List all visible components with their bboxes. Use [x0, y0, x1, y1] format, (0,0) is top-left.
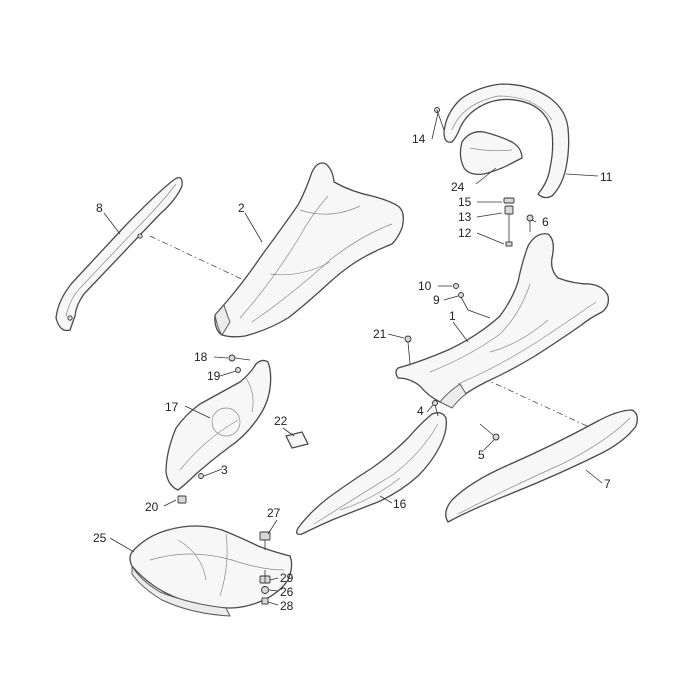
callout-12: 12 — [458, 226, 472, 240]
callout-16: 16 — [393, 497, 407, 511]
hardware-items — [177, 107, 534, 605]
part-16-lower-panel — [296, 412, 448, 536]
part-2-body-panel — [214, 162, 404, 338]
callout-21: 21 — [373, 327, 387, 341]
callout-7: 7 — [604, 477, 611, 491]
callout-29: 29 — [280, 571, 294, 585]
callout-22: 22 — [274, 414, 288, 428]
callout-8: 8 — [96, 201, 103, 215]
callout-13: 13 — [458, 210, 472, 224]
part-11-grab-rail — [443, 83, 570, 199]
callout-18: 18 — [194, 350, 208, 364]
callout-4: 4 — [417, 404, 424, 418]
callout-labels: 1 2 3 4 5 6 7 8 9 10 11 12 13 14 15 16 1… — [93, 132, 613, 613]
callout-28: 28 — [280, 599, 294, 613]
part-17-inner-panel — [165, 359, 272, 491]
part-1-body-panel — [395, 233, 610, 409]
callout-27: 27 — [267, 506, 281, 520]
callout-15: 15 — [458, 195, 472, 209]
callout-1: 1 — [449, 309, 456, 323]
callout-17: 17 — [165, 400, 179, 414]
callout-6: 6 — [542, 215, 549, 229]
part-24-top-cover — [459, 131, 523, 176]
callout-14: 14 — [412, 132, 426, 146]
part-7-trim-strip — [445, 409, 638, 523]
callout-3: 3 — [221, 463, 228, 477]
callout-19: 19 — [207, 369, 221, 383]
part-22-pad — [285, 431, 309, 449]
callout-20: 20 — [145, 500, 159, 514]
callout-24: 24 — [451, 180, 465, 194]
callout-26: 26 — [280, 585, 294, 599]
part-25-floor-tray — [129, 525, 293, 617]
callout-10: 10 — [418, 279, 432, 293]
callout-9: 9 — [433, 293, 440, 307]
callout-11: 11 — [600, 170, 613, 184]
callout-5: 5 — [478, 448, 485, 462]
callout-25: 25 — [93, 531, 107, 545]
leader-lines — [103, 112, 603, 606]
callout-2: 2 — [238, 201, 245, 215]
part-8-side-strip — [55, 176, 183, 332]
